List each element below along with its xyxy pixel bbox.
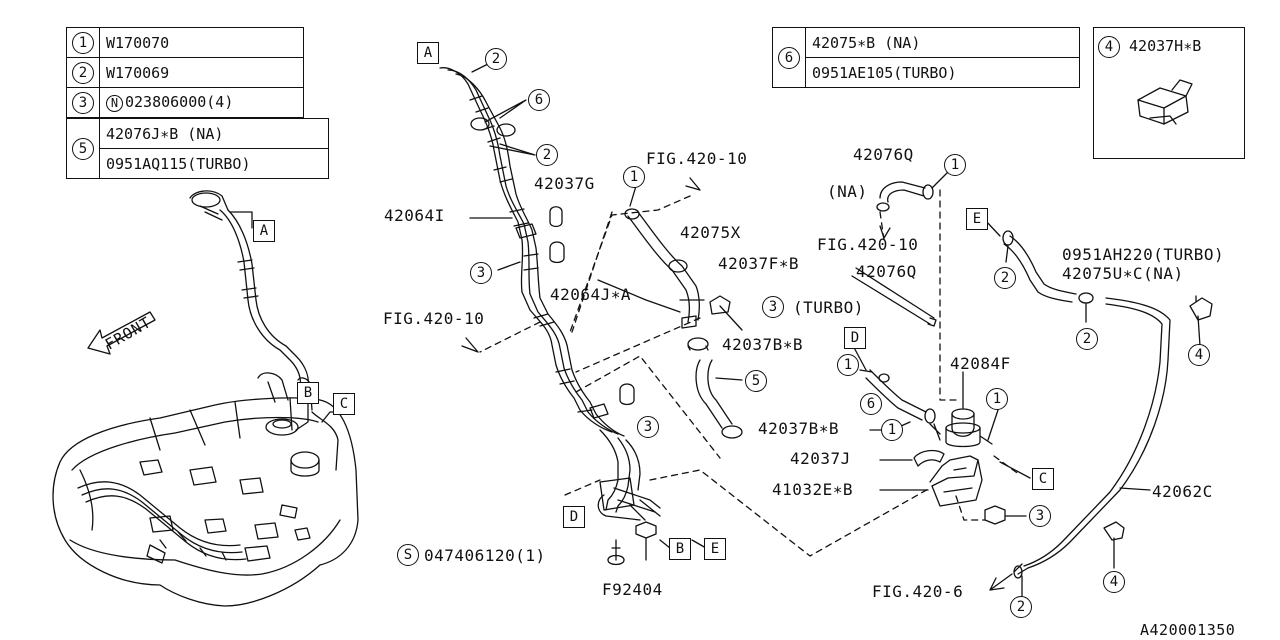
callout-4-lower: 4: [1103, 571, 1125, 593]
callout-c-left: C: [333, 393, 355, 415]
label-fig-420-10-a: FIG.420-10: [646, 149, 748, 168]
legend-table-left-5: 5 42076J∗B (NA) 0951AQ115(TURBO): [66, 118, 329, 179]
legend-number-3: 3: [72, 91, 94, 114]
label-42084f: 42084F: [950, 354, 1011, 373]
label-f92404: F92404: [602, 580, 663, 599]
callout-2-mid: 2: [536, 144, 558, 166]
filler-neck: [189, 190, 310, 391]
callout-a-top: A: [417, 42, 439, 64]
callout-1-42076q: 1: [944, 154, 966, 176]
hose-e: [984, 219, 1094, 323]
callout-c-right: C: [1032, 468, 1054, 490]
pipe-42062c: [989, 297, 1171, 599]
callout-4-upper: 4: [1188, 344, 1210, 366]
callout-3-bracket: 3: [1029, 505, 1051, 527]
callout-3-turbo: 3: [762, 296, 784, 318]
callout-1-lower: 1: [881, 419, 903, 441]
callout-6-hose-d: 6: [860, 393, 882, 415]
callout-2-hose-e2: 2: [1076, 328, 1098, 350]
label-turbo: (TURBO): [793, 298, 864, 317]
legend-part-5-na: 42076J∗B (NA): [99, 118, 329, 149]
center-hoses: [624, 208, 743, 439]
callout-1-right: 1: [986, 388, 1008, 410]
label-41032e: 41032E∗B: [772, 480, 854, 499]
label-42037b-lower: 42037B∗B: [758, 419, 840, 438]
callout-1-fig: 1: [623, 166, 645, 188]
callout-2-bottom: 2: [1010, 596, 1032, 618]
callout-2-hose-e: 2: [994, 267, 1016, 289]
label-na: (NA): [827, 182, 868, 201]
label-fig-420-6: FIG.420-6: [872, 582, 964, 601]
label-42064i: 42064I: [384, 206, 445, 225]
callout-b-bottom: B: [669, 538, 691, 560]
legend-number-2: 2: [72, 61, 94, 84]
callout-3-lower: 3: [637, 416, 659, 438]
inset-part: 42037H∗B: [1129, 37, 1202, 55]
label-42075u: 42075U∗C(NA): [1062, 264, 1184, 283]
label-42037b-upper: 42037B∗B: [722, 335, 804, 354]
hose-42076q: [851, 181, 937, 327]
legend-part-1: W170070: [99, 27, 304, 58]
callout-e-bottom: E: [704, 538, 726, 560]
callout-2-top: 2: [485, 48, 507, 70]
legend-part-3: 023806000(4): [125, 93, 234, 111]
bundle-clips: [470, 117, 635, 419]
callout-d-bottom: D: [563, 506, 585, 528]
legend-prefix-n: N: [106, 95, 123, 112]
callout-b-left: B: [297, 382, 319, 404]
legend-part-5-turbo: 0951AQ115(TURBO): [99, 148, 329, 179]
callout-d-center: D: [844, 327, 866, 349]
bracket-42037j: [879, 449, 945, 467]
label-fig-420-10-b: FIG.420-10: [383, 309, 485, 328]
callout-3-bundle: 3: [470, 262, 492, 284]
callout-1-hose-d: 1: [837, 354, 859, 376]
label-42037j: 42037J: [790, 449, 851, 468]
callout-a-left: A: [253, 220, 275, 242]
bracket-41032e: [879, 455, 983, 507]
dashed-leaders: [479, 189, 1021, 557]
legend-part-6-turbo: 0951AE105(TURBO): [805, 57, 1080, 88]
clip-4: [1103, 295, 1213, 569]
callout-e-right: E: [966, 208, 988, 230]
callout-5-hose: 5: [745, 370, 767, 392]
legend-part-6-na: 42075∗B (NA): [805, 27, 1080, 58]
label-0951ah220: 0951AH220(TURBO): [1062, 245, 1225, 264]
inset-number-4: 4: [1098, 36, 1120, 58]
label-42062c: 42062C: [1152, 482, 1213, 501]
inset-box: 4 42037H∗B: [1093, 27, 1245, 159]
label-42076q-lower: 42076Q: [856, 262, 917, 281]
fuel-tank: [52, 372, 359, 607]
label-fig-420-10-c: FIG.420-10: [817, 235, 919, 254]
front-arrow: [87, 311, 156, 355]
legend-number-1: 1: [72, 31, 94, 54]
valve-42084f: [929, 371, 993, 448]
label-42076q-upper: 42076Q: [853, 145, 914, 164]
legend-part-2: W170069: [99, 57, 304, 88]
tube-bundle: [439, 57, 661, 566]
legend-table-right: 6 42075∗B (NA) 0951AE105(TURBO): [772, 27, 1080, 88]
legend-number-6: 6: [778, 46, 800, 69]
callout-s-prefix: S: [397, 544, 419, 566]
legend-row-2: 2 W170069: [66, 57, 304, 88]
callout-6-top: 6: [528, 89, 550, 111]
label-047406120: 047406120(1): [424, 546, 546, 565]
label-42037g: 42037G: [534, 174, 595, 193]
label-42075x: 42075X: [680, 223, 741, 242]
legend-number-5: 5: [72, 137, 94, 160]
inset-clip: [1137, 79, 1193, 125]
label-42064j: 42064J∗A: [550, 285, 632, 304]
figure-id: A420001350: [1140, 621, 1236, 639]
legend-row-1: 1 W170070: [66, 27, 304, 58]
label-42037f: 42037F∗B: [718, 254, 800, 273]
